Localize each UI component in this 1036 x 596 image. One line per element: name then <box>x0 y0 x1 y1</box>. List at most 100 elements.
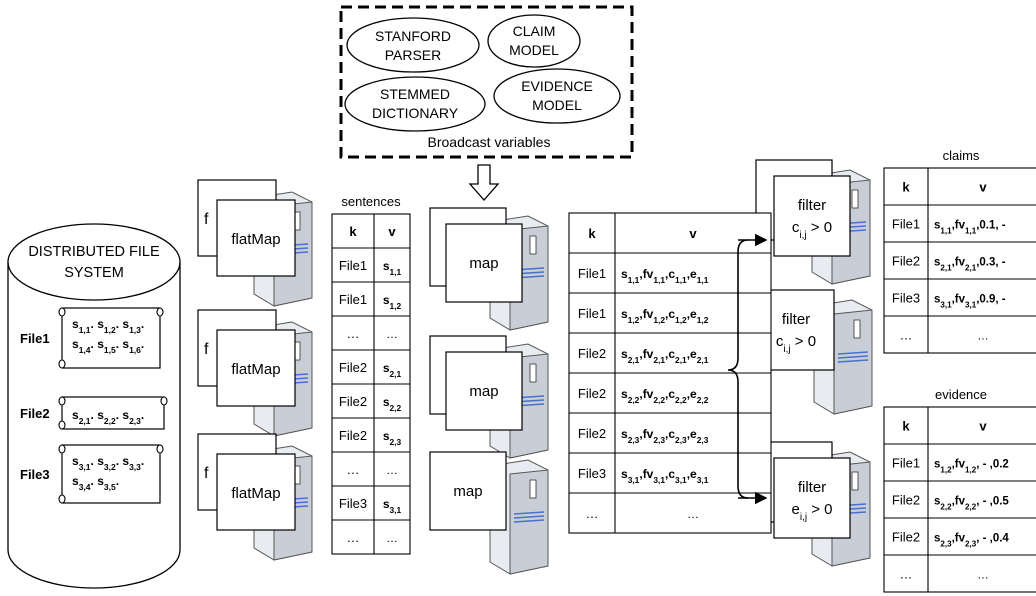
separator: . <box>91 454 98 468</box>
table-cell-value: … <box>687 507 699 521</box>
table-header: k <box>588 226 596 241</box>
value-base: , <box>639 267 642 281</box>
table-cell-value: s2,3,fv2,3, - ,0.4 <box>934 533 1009 549</box>
table-cell-value: s1,2,fv1,2, - ,0.2 <box>934 459 1009 475</box>
value-subscript: 2,2 <box>653 395 665 405</box>
table-header: v <box>689 226 697 241</box>
table-cell-value: s2,1,fv2,1,0.3, - <box>934 257 1006 273</box>
table-cell-key: File1 <box>578 306 606 321</box>
condition-subscript: i,j <box>799 230 806 241</box>
value-subscript: 1,1 <box>940 226 952 235</box>
value-subscript: 2,3 <box>940 539 952 548</box>
value-base: s <box>621 387 628 401</box>
back-card-label: f <box>204 211 209 228</box>
value-subscript: 2,1 <box>79 416 91 426</box>
table-title: claims <box>943 148 980 163</box>
value-base: , <box>665 467 668 481</box>
value-subscript: 2,2 <box>675 395 687 405</box>
value-subscript: 3,4 <box>79 482 91 492</box>
value-base: … <box>386 327 398 341</box>
value-base: fv <box>955 496 966 508</box>
value-base: , <box>639 467 642 481</box>
separator: . <box>91 474 98 488</box>
model-label: MODEL <box>509 42 559 58</box>
map-label: map <box>469 255 498 272</box>
model-label: STANFORD <box>375 28 451 44</box>
value-subscript: 1,2 <box>653 315 665 325</box>
table-cell-value: s1,1,fv1,1,0.1, - <box>934 220 1006 236</box>
table-cell-key: … <box>900 567 913 582</box>
value-subscript: 3,1 <box>965 300 977 309</box>
value-base: e <box>690 467 697 481</box>
value-base: s <box>122 454 129 468</box>
value-subscript: 1,4 <box>79 345 91 355</box>
value-base: … <box>977 570 989 582</box>
broadcast-variables-box: STANFORD PARSER CLAIM MODEL STEMMED DICT… <box>339 5 634 159</box>
condition-subscript: i,j <box>783 344 790 355</box>
filter-condition: ei,j > 0 <box>791 501 832 523</box>
back-card-label: f <box>204 341 209 358</box>
value-base: s <box>122 317 129 331</box>
value-subscript: 3,1 <box>940 300 952 309</box>
claim-model <box>487 14 581 68</box>
value-base: s <box>383 361 390 375</box>
value-base: , <box>952 496 955 508</box>
table-header: k <box>902 180 910 195</box>
table-title: evidence <box>935 387 987 402</box>
separator: . <box>116 317 123 331</box>
value-base: s <box>72 408 79 422</box>
back-card-label: f <box>204 465 209 482</box>
value-base: , <box>665 347 668 361</box>
file-sentences: s3,1. s3,2. s3,3. <box>72 454 144 472</box>
value-base: s <box>97 317 104 331</box>
table-cell-key: File2 <box>339 394 367 409</box>
value-base: e <box>690 267 697 281</box>
separator: . <box>91 317 98 331</box>
table-title: sentences <box>341 194 401 209</box>
table-cell-key: File2 <box>892 530 920 545</box>
value-subscript: 1,2 <box>104 325 116 335</box>
value-base: fv <box>643 267 654 281</box>
value-subscript: 2,1 <box>628 355 640 365</box>
table-cell-key: … <box>347 462 360 477</box>
value-subscript: 2,1 <box>965 263 977 272</box>
table-cell-value: s2,1 <box>383 361 402 379</box>
value-base: s <box>934 496 940 508</box>
value-base: fv <box>955 220 966 232</box>
stanford-parser-model <box>346 17 480 73</box>
filter-label: filter <box>798 197 826 214</box>
evidence-model <box>493 68 621 124</box>
file-name: File2 <box>20 406 50 421</box>
value-base: , <box>639 427 642 441</box>
table-header: v <box>979 180 987 195</box>
value-base: fv <box>955 257 966 269</box>
condition-op: > 0 <box>807 219 832 236</box>
dfs-title: DISTRIBUTED FILE <box>28 244 160 260</box>
value-base: s <box>72 474 79 488</box>
value-base: , <box>687 347 690 361</box>
value-base: s <box>97 337 104 351</box>
value-base: … <box>386 463 398 477</box>
value-base: s <box>122 408 129 422</box>
value-subscript: 3,1 <box>675 475 687 485</box>
value-base: , <box>687 307 690 321</box>
table-cell-key: File3 <box>339 496 367 511</box>
value-base: s <box>72 337 79 351</box>
value-subscript: 2,1 <box>940 263 952 272</box>
table-cell-value: s2,3 <box>383 429 402 447</box>
value-base: fv <box>955 294 966 306</box>
value-base: ,0.3, - <box>976 257 1006 269</box>
value-subscript: 2,2 <box>104 416 116 426</box>
table-cell-value: s1,2,fv1,2,c1,2,e1,2 <box>621 307 709 325</box>
value-base: s <box>621 307 628 321</box>
broadcast-caption: Broadcast variables <box>428 134 551 150</box>
value-base: , <box>665 307 668 321</box>
value-subscript: 2,3 <box>653 435 665 445</box>
value-subscript: 1,1 <box>697 275 709 285</box>
value-base: c <box>668 307 675 321</box>
